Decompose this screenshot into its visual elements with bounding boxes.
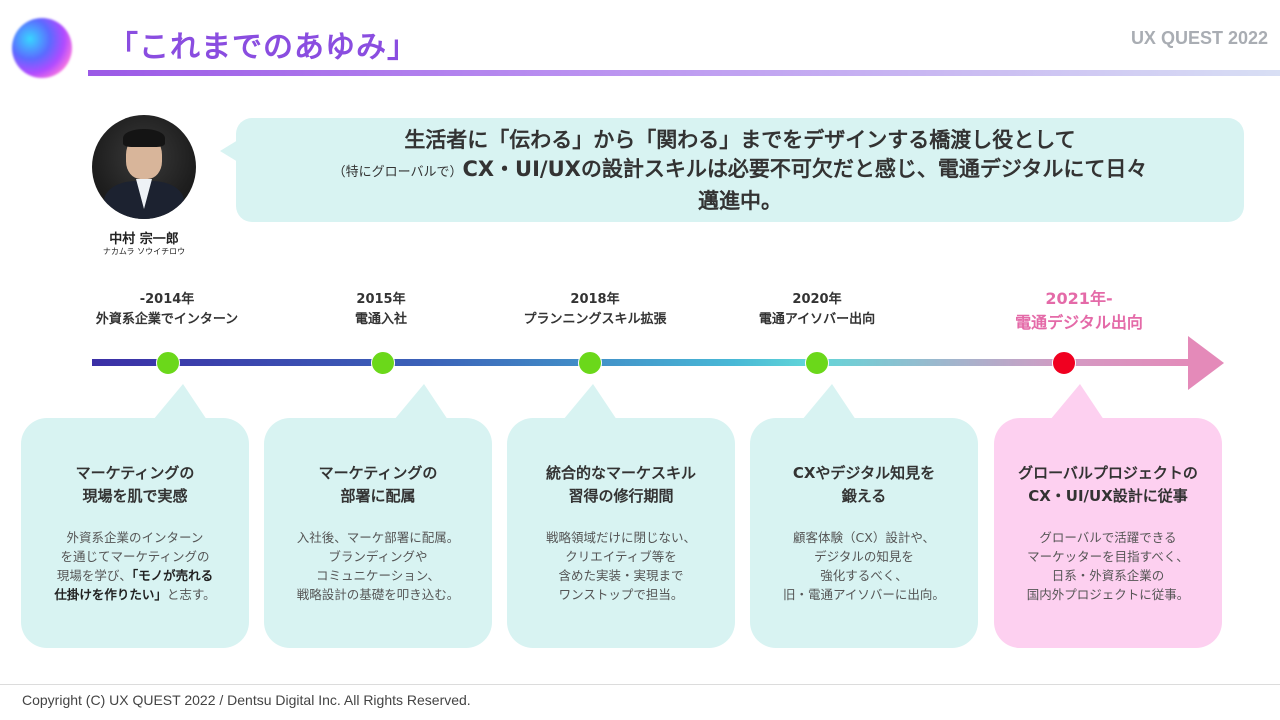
- speech-bubble-text: 生活者に「伝わる」から「関わる」までをデザインする橋渡し役として （特にグローバ…: [236, 126, 1244, 216]
- card-body: グローバルで活躍できる マーケッターを目指すべく、 日系・外資系企業の 国内外プ…: [998, 528, 1218, 604]
- timeline-card-current: グローバルプロジェクトの CX・UI/UX設計に従事 グローバルで活躍できる マ…: [994, 384, 1222, 648]
- card-title-line: 現場を肌で実感: [82, 487, 188, 505]
- card-body-line: 入社後、マーケ部署に配属。: [296, 530, 460, 545]
- milestone-label: 2015年 電通入社: [271, 290, 491, 330]
- timeline-dot: [371, 351, 395, 375]
- card-title-line: CX・UI/UX設計に従事: [1028, 487, 1188, 505]
- card-body-line: 日系・外資系企業の: [1051, 568, 1165, 583]
- card-title: CXやデジタル知見を 鍛える: [750, 462, 978, 508]
- speech-line-1: 生活者に「伝わる」から「関わる」までをデザインする橋渡し役として: [404, 128, 1076, 152]
- card-body-line: 旧・電通アイソバーに出向。: [783, 587, 945, 602]
- card-body-line: 戦略領域だけに閉じない、: [545, 530, 696, 545]
- logo-orb: [12, 18, 72, 78]
- speech-line-2-main: CX・UI/UXの設計スキルは必要不可欠だと感じ、電通デジタルにて日々: [462, 157, 1148, 181]
- card-body-line: 含めた実装・実現まで: [558, 568, 684, 583]
- card-title-line: マーケティングの: [75, 464, 195, 482]
- card-body-line: 国内外プロジェクトに従事。: [1026, 587, 1190, 602]
- card-title: グローバルプロジェクトの CX・UI/UX設計に従事: [994, 462, 1222, 508]
- card-title: マーケティングの 現場を肌で実感: [21, 462, 249, 508]
- card-title-line: グローバルプロジェクトの: [1018, 464, 1198, 482]
- card-body-line: 仕掛けを作りたい」と志す。: [54, 587, 216, 602]
- milestone-period: 2015年: [356, 292, 406, 307]
- card-body: 外資系企業のインターン を通じてマーケティングの 現場を学び、「モノが売れる 仕…: [25, 528, 245, 604]
- card-title-line: 鍛える: [841, 487, 887, 505]
- card-body-line: コミュニケーション、: [315, 568, 440, 583]
- milestone-label: 2020年 電通アイソバー出向: [707, 290, 927, 330]
- milestone-event: プランニングスキル拡張: [523, 312, 667, 327]
- card-body-line: ブランディングや: [328, 549, 428, 564]
- timeline-bar: [92, 359, 1198, 366]
- timeline-dot: [805, 351, 829, 375]
- speech-line-2-prefix: （特にグローバルで）: [332, 165, 463, 180]
- timeline-dot: [578, 351, 602, 375]
- speech-bubble: 生活者に「伝わる」から「関わる」までをデザインする橋渡し役として （特にグローバ…: [220, 118, 1244, 222]
- timeline-card: CXやデジタル知見を 鍛える 顧客体験（CX）設計や、 デジタルの知見を 強化す…: [750, 384, 978, 648]
- timeline-dot-current: [1052, 351, 1076, 375]
- card-body-line: 戦略設計の基礎を叩き込む。: [296, 587, 460, 602]
- timeline-arrow-icon: [1188, 336, 1224, 390]
- card-body: 顧客体験（CX）設計や、 デジタルの知見を 強化するべく、 旧・電通アイソバーに…: [754, 528, 974, 604]
- card-body-line: 顧客体験（CX）設計や、: [793, 530, 935, 545]
- timeline-card: マーケティングの 部署に配属 入社後、マーケ部署に配属。 ブランディングや コミ…: [264, 384, 492, 648]
- footer-divider: [0, 684, 1280, 685]
- card-title-line: 習得の修行期間: [568, 487, 674, 505]
- card-body-line: 現場を学び、「モノが売れる: [56, 568, 214, 583]
- copyright-text: Copyright (C) UX QUEST 2022 / Dentsu Dig…: [22, 692, 471, 708]
- card-body: 戦略領域だけに閉じない、 クリエイティブ等を 含めた実装・実現まで ワンストップ…: [511, 528, 731, 604]
- card-title: 統合的なマーケスキル 習得の修行期間: [507, 462, 735, 508]
- card-title-line: マーケティングの: [318, 464, 438, 482]
- card-body-line: を通じてマーケティングの: [60, 549, 210, 564]
- brand-label: UX QUEST 2022: [1130, 28, 1268, 48]
- card-body: 入社後、マーケ部署に配属。 ブランディングや コミュニケーション、 戦略設計の基…: [268, 528, 488, 604]
- timeline-dot: [156, 351, 180, 375]
- milestone-event: 電通アイソバー出向: [758, 312, 876, 327]
- milestone-period: -2014年: [139, 292, 195, 307]
- card-title-line: 部署に配属: [340, 487, 416, 505]
- card-body-line: 外資系企業のインターン: [66, 530, 204, 545]
- speech-line-3: 邁進中。: [698, 189, 782, 213]
- milestone-event: 外資系企業でインターン: [95, 312, 239, 327]
- card-body-line: ワンストップで担当。: [558, 587, 684, 602]
- milestone-event: 電通入社: [354, 312, 407, 327]
- card-title: マーケティングの 部署に配属: [264, 462, 492, 508]
- milestone-label: -2014年 外資系企業でインターン: [57, 290, 277, 330]
- card-title-line: CXやデジタル知見を: [792, 464, 936, 482]
- milestone-label-current: 2021年- 電通デジタル出向: [969, 287, 1189, 335]
- milestone-period: 2018年: [570, 292, 620, 307]
- card-body-line: クリエイティブ等を: [565, 549, 677, 564]
- card-body-line: グローバルで活躍できる: [1039, 530, 1177, 545]
- milestone-label: 2018年 プランニングスキル拡張: [485, 290, 705, 330]
- timeline-card: 統合的なマーケスキル 習得の修行期間 戦略領域だけに閉じない、 クリエイティブ等…: [507, 384, 735, 648]
- title-underline: [88, 70, 1280, 76]
- card-body-line: デジタルの知見を: [814, 549, 914, 564]
- profile-name: 中村 宗一郎: [109, 232, 179, 247]
- milestone-period: 2021年-: [1045, 289, 1113, 308]
- card-body-line: 強化するべく、: [820, 568, 908, 583]
- card-title-line: 統合的なマーケスキル: [545, 464, 696, 482]
- milestone-event: 電通デジタル出向: [1015, 313, 1143, 332]
- timeline-card: マーケティングの 現場を肌で実感 外資系企業のインターン を通じてマーケティング…: [21, 384, 249, 648]
- card-body-line: マーケッターを目指すべく、: [1027, 549, 1189, 564]
- speech-line-2: （特にグローバルで）CX・UI/UXの設計スキルは必要不可欠だと感じ、電通デジタ…: [236, 155, 1244, 187]
- page-title: 「これまでのあゆみ」: [108, 30, 418, 65]
- profile-kana: ナカムラ ソウイチロウ: [102, 247, 186, 256]
- milestone-period: 2020年: [792, 292, 842, 307]
- profile-photo: [92, 115, 196, 219]
